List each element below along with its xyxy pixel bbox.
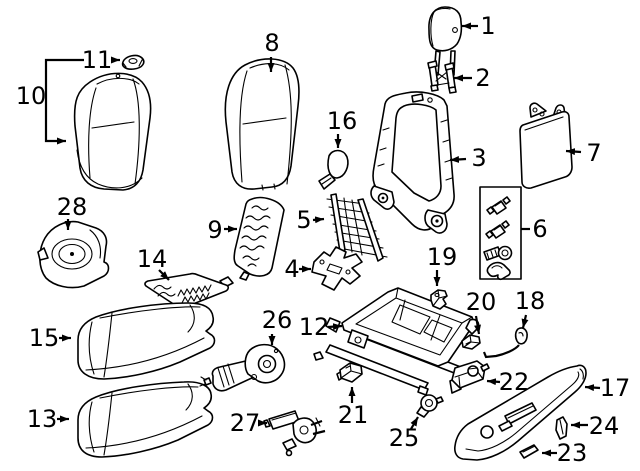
callout-10[interactable]: 10 [16, 58, 84, 145]
callout-2[interactable]: 2 [454, 64, 491, 92]
part-20-clip [461, 334, 481, 350]
svg-text:24[interactable]: 24 [589, 412, 620, 440]
svg-text:13[interactable]: 13 [27, 405, 58, 433]
svg-text:9[interactable]: 9 [207, 216, 222, 244]
callout-27[interactable]: 27 [230, 409, 267, 437]
svg-text:19[interactable]: 19 [427, 243, 458, 271]
callout-20[interactable]: 20 [466, 288, 497, 335]
part-26-adjuster-motor [199, 343, 286, 392]
part-16-small-bracket [318, 149, 349, 190]
svg-text:5[interactable]: 5 [296, 206, 311, 234]
svg-text:18[interactable]: 18 [515, 287, 546, 315]
part-10-seat-back-cover [73, 72, 152, 191]
svg-text:11[interactable]: 11 [82, 46, 113, 74]
svg-text:7[interactable]: 7 [586, 139, 601, 167]
callout-19[interactable]: 19 [427, 243, 458, 286]
svg-text:1[interactable]: 1 [480, 12, 495, 40]
callout-24[interactable]: 24 [571, 412, 619, 440]
svg-text:14[interactable]: 14 [137, 245, 168, 273]
part-27-track-motor [263, 410, 326, 457]
part-3-seat-back-frame [370, 91, 455, 234]
part-9-seat-back-heater-pad [233, 196, 285, 281]
part-21-bracket [336, 362, 363, 383]
svg-text:12[interactable]: 12 [299, 313, 330, 341]
part-8-seat-back-cushion [224, 58, 300, 191]
svg-text:6[interactable]: 6 [532, 215, 547, 243]
callout-23[interactable]: 23 [542, 439, 587, 467]
part-2-headrest-guide [427, 60, 457, 94]
svg-text:3[interactable]: 3 [471, 144, 486, 172]
callout-18[interactable]: 18 [515, 287, 546, 329]
part-18-release-cable [482, 327, 528, 359]
part-25-grommet [416, 394, 444, 418]
callout-25[interactable]: 25 [389, 416, 420, 452]
svg-text:21[interactable]: 21 [338, 401, 369, 429]
part-11-trim-cap [121, 54, 145, 70]
callout-12[interactable]: 12 [299, 313, 343, 341]
svg-text:10[interactable]: 10 [16, 82, 47, 110]
svg-text:17[interactable]: 17 [600, 374, 631, 402]
svg-text:20[interactable]: 20 [466, 288, 497, 316]
part-19-clip [430, 289, 448, 310]
callouts: 1 2 3 4 5 6 7 8 [16, 12, 631, 467]
callout-14[interactable]: 14 [137, 245, 170, 281]
part-22-adjuster-switch [449, 360, 490, 394]
callout-9[interactable]: 9 [207, 216, 237, 244]
callout-17[interactable]: 17 [584, 374, 631, 402]
callout-3[interactable]: 3 [449, 144, 487, 172]
part-24-cap [555, 416, 568, 440]
svg-text:16[interactable]: 16 [327, 107, 358, 135]
callout-1[interactable]: 1 [462, 12, 496, 40]
svg-text:15[interactable]: 15 [29, 324, 60, 352]
callout-13[interactable]: 13 [27, 405, 69, 433]
part-28-seat-blower [37, 220, 110, 289]
part-15-seat-cushion-pad [77, 302, 216, 380]
svg-text:4[interactable]: 4 [284, 255, 299, 283]
part-17-side-valance [454, 364, 587, 461]
callout-15[interactable]: 15 [29, 324, 71, 352]
svg-text:8[interactable]: 8 [264, 29, 279, 57]
part-5-lumbar-mat [326, 193, 388, 262]
part-6-hardware-kit [479, 186, 522, 281]
callout-16[interactable]: 16 [327, 107, 358, 148]
part-4-mount-bracket [311, 246, 363, 291]
callout-21[interactable]: 21 [338, 387, 369, 429]
callout-11[interactable]: 11 [82, 46, 120, 74]
svg-text:25[interactable]: 25 [389, 424, 420, 452]
callout-8[interactable]: 8 [264, 29, 280, 72]
callout-28[interactable]: 28 [57, 193, 88, 230]
svg-text:27[interactable]: 27 [230, 409, 261, 437]
part-23-cap [519, 444, 539, 459]
callout-5[interactable]: 5 [296, 206, 325, 234]
callout-22[interactable]: 22 [486, 368, 530, 396]
svg-text:22[interactable]: 22 [499, 368, 530, 396]
callout-4[interactable]: 4 [284, 255, 311, 283]
svg-text:28[interactable]: 28 [57, 193, 88, 221]
part-7-seat-back-panel [519, 102, 573, 189]
svg-text:2[interactable]: 2 [475, 64, 490, 92]
svg-text:23[interactable]: 23 [557, 439, 588, 467]
svg-text:26[interactable]: 26 [262, 306, 293, 334]
callout-7[interactable]: 7 [565, 139, 602, 167]
callout-6[interactable]: 6 [521, 215, 548, 243]
part-13-seat-cushion [77, 381, 214, 458]
callout-26[interactable]: 26 [262, 306, 293, 345]
